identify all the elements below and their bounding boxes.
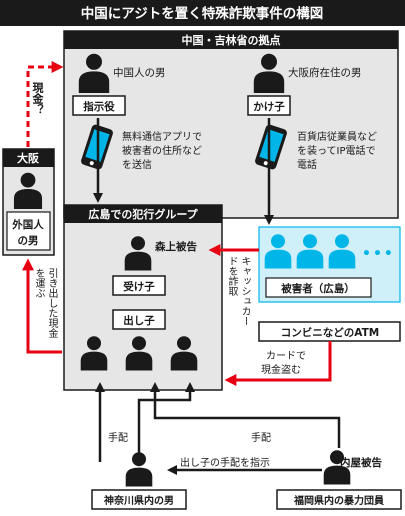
foreign-man-label-box xyxy=(6,211,51,251)
kanagawa-label: 神奈川県内の男 xyxy=(104,494,174,507)
kanagawa-label-box xyxy=(91,489,187,510)
osaka-header: 大阪 xyxy=(17,151,40,165)
kanagawa-arrange-arrow xyxy=(137,382,195,462)
atm-withdraw-arrow xyxy=(224,341,332,386)
foreign-man-label-line1: 外国人 xyxy=(11,218,44,231)
phone1-text-line3: を送信 xyxy=(122,158,152,171)
arrange-label-left: 手配 xyxy=(108,431,128,444)
chinese-man-label: 中国人の男 xyxy=(113,66,166,79)
morikami-label: 森上被告 xyxy=(154,240,197,253)
china-base-header: 中国・吉林省の拠点 xyxy=(182,33,281,47)
kanagawa-person-icon xyxy=(125,452,153,487)
fukuoka-label: 福岡県内の暴力団員 xyxy=(293,494,384,507)
fukuoka-arrange-arrow xyxy=(150,382,341,448)
arrange-label-right: 手配 xyxy=(251,431,271,444)
hiroshima-header: 広島での犯行グループ xyxy=(88,207,198,221)
osaka-resident-label: 大阪府在住の男 xyxy=(288,66,362,79)
cash-dashed-arrow xyxy=(26,61,64,147)
phone2-text-line2: を装ってIP電話で xyxy=(297,144,375,157)
atm-label: コンビニなどのATM xyxy=(281,326,379,339)
osaka-header-bg xyxy=(3,149,54,167)
card-scam-label-box: キャッシュカードを詐取 xyxy=(226,256,250,326)
instruct-withdrawer-label: 出し子の手配を指示 xyxy=(180,456,270,469)
victims-label: 被害者（広島） xyxy=(281,282,355,295)
cash-question-label: 現金？ xyxy=(31,82,44,115)
cash-question-label-box: 現金？ xyxy=(31,82,44,115)
withdraw-label: 引き出した現金を運ぶ xyxy=(33,268,57,338)
receiver-role-label: 受け子 xyxy=(123,280,155,293)
card-scam-label: キャッシュカードを詐取 xyxy=(226,256,250,326)
china-base-box xyxy=(63,30,399,219)
victims-label-box xyxy=(265,277,372,298)
caller-role-label: かけ子 xyxy=(253,101,285,113)
instructor-role-box xyxy=(72,95,126,116)
instructor-role-label: 指示役 xyxy=(83,100,115,113)
caller-role-box xyxy=(247,95,291,116)
china-base-header-bg xyxy=(64,31,398,49)
fukuoka-label-box xyxy=(276,489,402,510)
hiroshima-header-bg xyxy=(64,205,222,223)
card-steal-label-line2: 現金盗む xyxy=(261,363,301,376)
diagram-title: 中国にアジトを置く特殊詐欺事件の構図 xyxy=(81,5,323,22)
receiver-role-box xyxy=(112,275,166,296)
carry-cash-arrow xyxy=(22,258,62,354)
phone1-text-line1: 無料通信アプリで xyxy=(122,130,202,143)
title-bar xyxy=(0,0,405,26)
uchiya-label: 内屋被告 xyxy=(340,456,382,469)
phone1-text-line2: 被害者の住所など xyxy=(122,144,202,157)
withdraw-label-box: 引き出した現金を運ぶ xyxy=(33,268,57,338)
phone2-text-line1: 百貨店従業員など xyxy=(297,130,377,143)
withdrawer-role-label: 出し子 xyxy=(123,314,155,327)
victims-ellipsis: ••• xyxy=(362,246,395,262)
foreign-man-label-line2: の男 xyxy=(18,235,39,247)
phone2-text-line3: 電話 xyxy=(297,158,317,171)
withdrawer-role-box xyxy=(112,309,166,330)
card-steal-label-line1: カードで xyxy=(266,350,306,362)
